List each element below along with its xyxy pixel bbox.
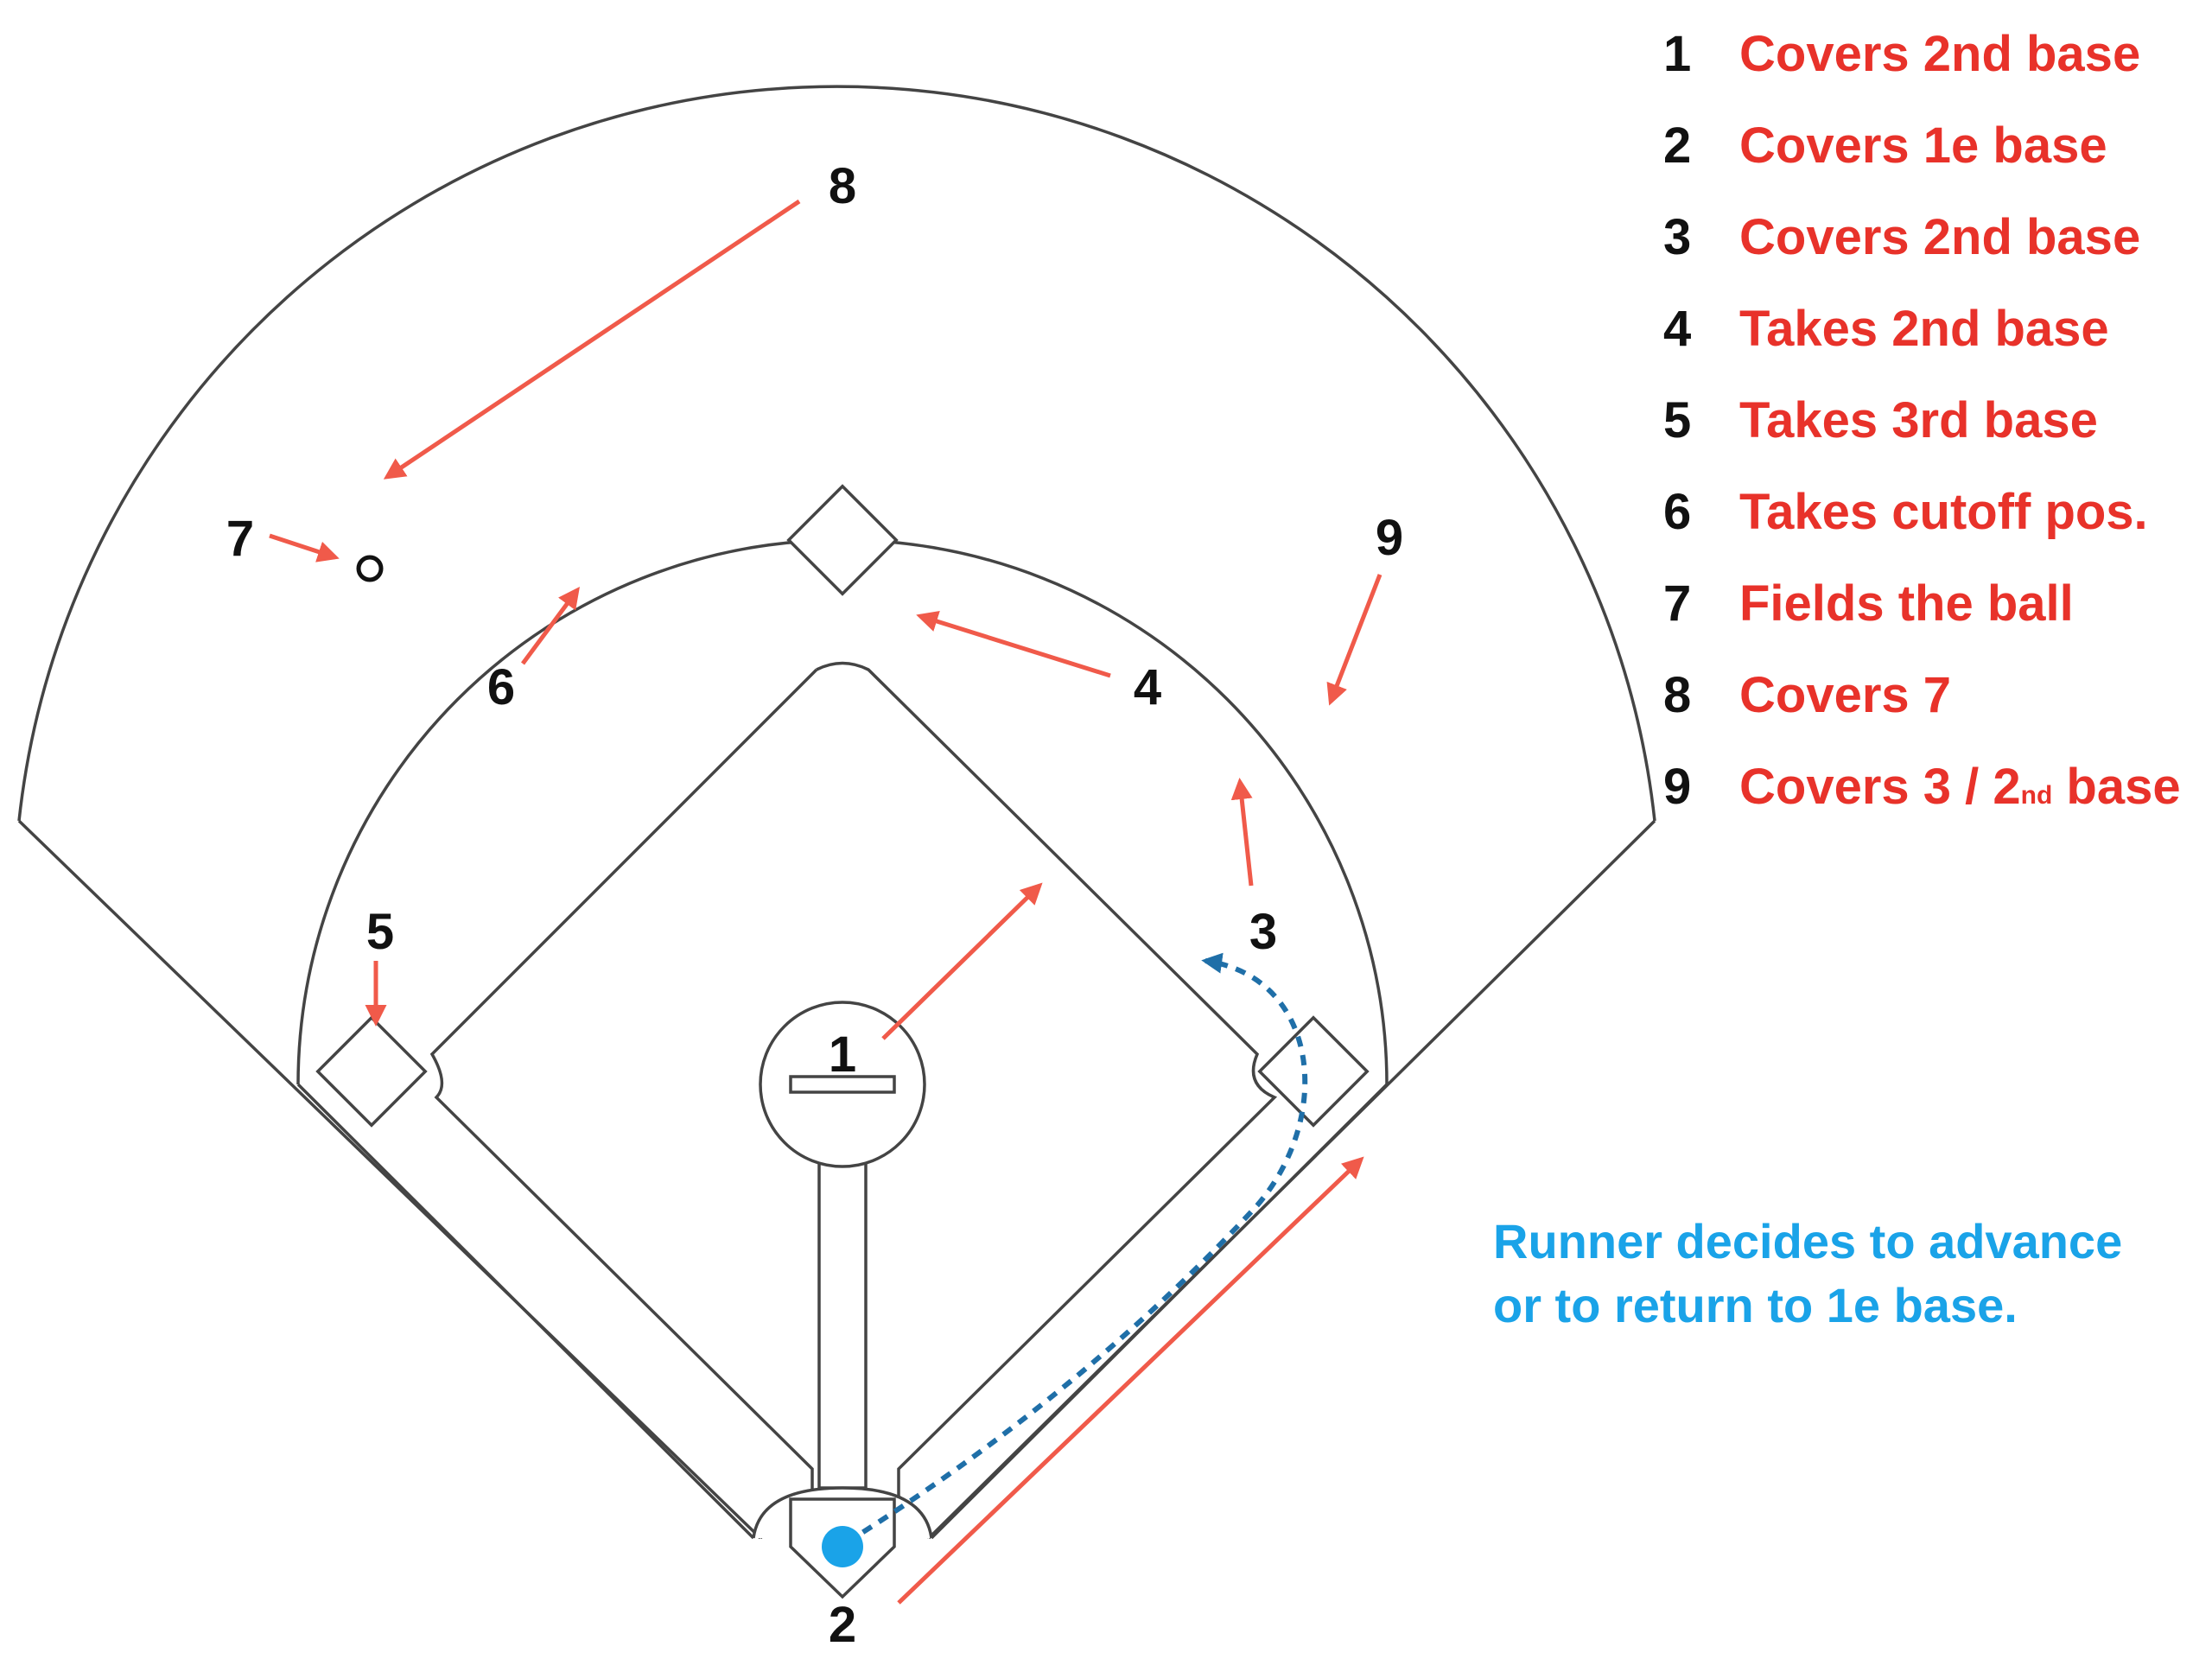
position-label-8: 8	[829, 158, 856, 214]
legend-row-3: 3 Covers 2nd base	[1663, 207, 2208, 299]
legend-assignment: Takes cutoff pos.	[1739, 484, 2148, 540]
legend-row-2: 2 Covers 1e base	[1663, 116, 2208, 207]
position-label-6: 6	[487, 659, 515, 715]
legend-assignment: Covers 7	[1739, 667, 1952, 723]
legend-number: 3	[1663, 209, 1692, 265]
legend-assignment: Fields the ball	[1739, 575, 2074, 632]
position-label-1: 1	[829, 1027, 856, 1083]
position-label-9: 9	[1376, 510, 1403, 566]
arrow-player-9	[1326, 574, 1382, 706]
pitchers-rubber	[789, 1075, 896, 1094]
legend-assignment: Covers 1e base	[1739, 118, 2107, 174]
position-label-4: 4	[1134, 659, 1161, 715]
legend-number: 8	[1663, 667, 1692, 723]
legend-number: 7	[1663, 575, 1692, 632]
legend-row-4: 4 Takes 2nd base	[1663, 299, 2208, 391]
runner-note-line-2: or to return to 1e base.	[1493, 1278, 2018, 1332]
arrow-player-4	[916, 611, 1111, 678]
arrow-player-2	[897, 1156, 1364, 1605]
legend-row-8: 8 Covers 7	[1663, 665, 2208, 757]
arrow-player-6	[520, 586, 580, 665]
first-base	[1257, 1015, 1370, 1128]
legend-assignment: Covers 2nd base	[1739, 209, 2141, 265]
legend-number: 2	[1663, 118, 1692, 174]
arrow-player-8	[383, 199, 801, 480]
arrow-player-7	[269, 533, 340, 563]
legend-number: 4	[1663, 301, 1692, 357]
base-path-outer-left	[296, 1083, 755, 1540]
legend-row-7: 7 Fields the ball	[1663, 574, 2208, 665]
legend-row-5: 5 Takes 3rd base	[1663, 391, 2208, 482]
legend-assignment: Takes 3rd base	[1739, 392, 2098, 448]
outfield-boundary	[17, 85, 1656, 822]
assignment-legend: 1 Covers 2nd base 2 Covers 1e base 3 Cov…	[1663, 24, 2208, 849]
ball-marker	[356, 555, 384, 582]
legend-ordinal-suffix: nd	[2020, 781, 2053, 810]
legend-assignment: Covers 2nd base	[1739, 26, 2141, 82]
arrow-player-3	[1230, 778, 1254, 887]
legend-row-6: 6 Takes cutoff pos.	[1663, 482, 2208, 574]
position-label-5: 5	[366, 904, 394, 960]
legend-assignment: Covers 3 / 2nd base	[1739, 757, 2181, 826]
legend-number: 5	[1663, 392, 1692, 448]
legend-number: 6	[1663, 484, 1692, 540]
third-base	[315, 1015, 428, 1128]
second-base	[786, 484, 899, 596]
legend-row-1: 1 Covers 2nd base	[1663, 24, 2208, 116]
left-foul-line	[17, 819, 762, 1540]
runner-note-line-1: Runner decides to advance	[1493, 1214, 2123, 1268]
runner-note: Runner decides to advance or to return t…	[1493, 1210, 2202, 1338]
legend-number: 1	[1663, 26, 1692, 82]
runner-dot	[822, 1526, 863, 1567]
arrow-player-1	[881, 882, 1043, 1040]
legend-assignment: Takes 2nd base	[1739, 301, 2109, 357]
legend-assignment-end: base	[2052, 759, 2181, 815]
legend-assignment-main: Covers 3 / 2	[1739, 759, 2021, 815]
position-label-7: 7	[226, 511, 254, 567]
mound-path-strip	[817, 1146, 868, 1490]
legend-number: 9	[1663, 759, 1692, 815]
legend-row-9: 9 Covers 3 / 2nd base	[1663, 757, 2208, 849]
position-label-2: 2	[829, 1597, 856, 1653]
position-label-3: 3	[1249, 904, 1277, 960]
runner-path	[845, 952, 1308, 1545]
base-path-outer-right	[930, 1083, 1389, 1540]
